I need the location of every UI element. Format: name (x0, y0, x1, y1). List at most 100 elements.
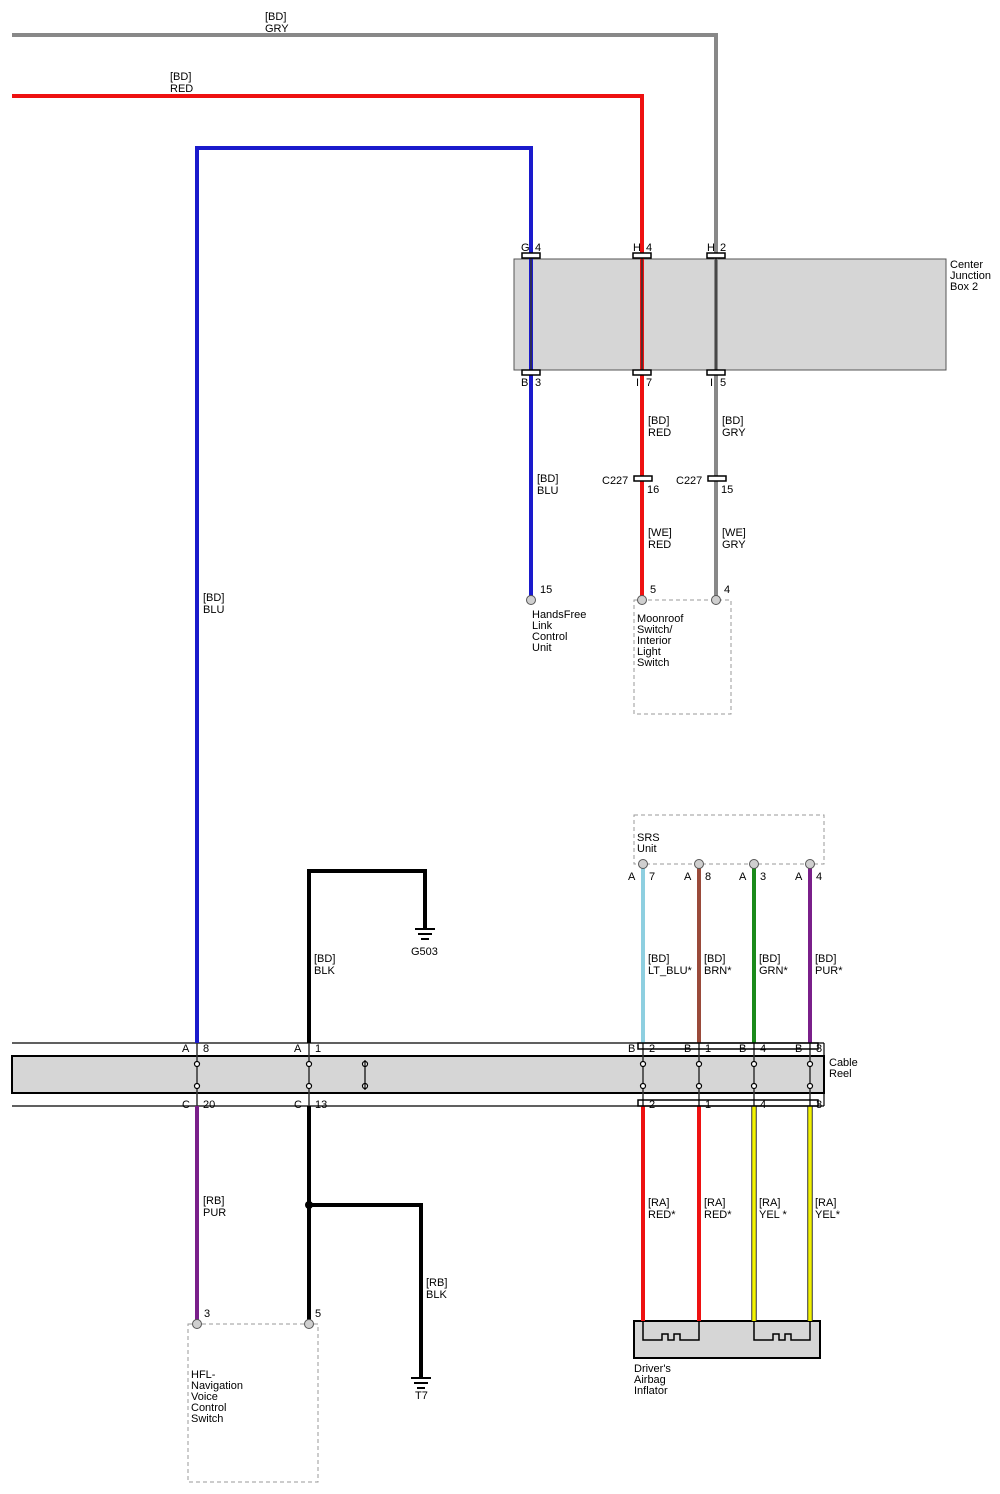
moonroof-label-4: Light (637, 646, 661, 658)
wire-label: BLU (537, 485, 558, 497)
cable-reel-body (11, 1055, 825, 1094)
pin-moonroof-5 (637, 595, 647, 605)
pin-label: 2 (720, 242, 726, 254)
moonroof-switch-outline (633, 599, 732, 715)
wire-label: [BD] (265, 11, 286, 23)
handsfree-label-2: Link (532, 620, 553, 632)
wire-label: YEL* (815, 1209, 841, 1221)
wire-label: GRY (265, 23, 289, 35)
moonroof-label-3: Interior (637, 635, 672, 647)
pin-label: 3 (760, 871, 766, 883)
ground-t7-icon (411, 1377, 431, 1389)
hfl-label-4: Control (191, 1402, 226, 1414)
handsfree-label-4: Unit (532, 642, 552, 654)
wire-label: GRY (722, 539, 746, 551)
pin-label: A (294, 1043, 302, 1055)
pin-label: H (707, 242, 715, 254)
pin-label: 1 (705, 1043, 711, 1055)
wire-bd-blk (307, 869, 427, 1043)
pin-label: 4 (646, 242, 652, 254)
pin-label: B (795, 1043, 802, 1055)
pin-label: A (684, 871, 692, 883)
pin-label: B (684, 1043, 691, 1055)
pin-label: A (628, 871, 636, 883)
pin-handsfree-15 (526, 595, 536, 605)
pin-label: 16 (647, 484, 659, 496)
wire-label: [BD] (648, 953, 669, 965)
airbag-label-2: Airbag (634, 1374, 666, 1386)
pin-label: 4 (816, 871, 822, 883)
wire-label: [BD] (537, 473, 558, 485)
wire-label: [BD] (815, 953, 836, 965)
hfl-switch-outline (187, 1323, 319, 1483)
airbag-label-1: Driver's (634, 1363, 671, 1375)
wire-label: [WE] (648, 527, 672, 539)
wire-label: [RB] (426, 1277, 447, 1289)
pin-label: 3 (816, 1043, 822, 1055)
pin-label: A (795, 871, 803, 883)
airbag-inflator-box (633, 1320, 821, 1359)
pin-label: C (182, 1099, 190, 1111)
pin-label: 4 (724, 584, 730, 596)
pin-label: B (739, 1043, 746, 1055)
cjb-terminals (521, 252, 819, 1107)
wire-label: BLU (203, 604, 224, 616)
moonroof-label-1: Moonroof (637, 613, 684, 625)
cjb2-label-2: Junction (950, 270, 991, 282)
wire-label: [BD] (648, 415, 669, 427)
wire-label: [BD] (170, 71, 191, 83)
wire-label: YEL * (759, 1209, 787, 1221)
wire-label: [RA] (759, 1197, 780, 1209)
handsfree-label-3: Control (532, 631, 567, 643)
connector-c227-label: C227 (602, 475, 628, 487)
wire-label: [BD] (722, 415, 743, 427)
hfl-label-3: Voice (191, 1391, 218, 1403)
wire-label: RED (648, 427, 671, 439)
moonroof-label-5: Switch (637, 657, 669, 669)
pin-label: I (710, 377, 713, 389)
wire-label: GRY (722, 427, 746, 439)
pin-label: 15 (721, 484, 733, 496)
pin-label: G (521, 242, 530, 254)
ground-g503-label: G503 (411, 946, 438, 958)
ground-g503-icon (415, 928, 435, 940)
hfl-label-1: HFL- (191, 1369, 216, 1381)
pin-label: 2 (649, 1099, 655, 1111)
pin-label: A (739, 871, 747, 883)
wire-label: [RA] (704, 1197, 725, 1209)
pin-label: 2 (649, 1043, 655, 1055)
pin-hfl-5 (304, 1319, 314, 1329)
hfl-label-2: Navigation (191, 1380, 243, 1392)
wire-label: RED (648, 539, 671, 551)
wire-bd-blu-left (195, 146, 533, 1043)
cjb2-label-3: Box 2 (950, 281, 978, 293)
pin-label: 3 (204, 1308, 210, 1320)
handsfree-label-1: HandsFree (532, 609, 586, 621)
pin-srs-a7 (638, 859, 648, 869)
wire-label: BRN* (704, 965, 732, 977)
pin-label: 8 (705, 871, 711, 883)
pin-label: C (294, 1099, 302, 1111)
pin-label: 3 (535, 377, 541, 389)
wire-rb-blk-t7 (309, 1203, 423, 1377)
moonroof-label-2: Switch/ (637, 624, 673, 636)
wire-label: BLK (426, 1289, 447, 1301)
cable-reel-label-2: Reel (829, 1068, 852, 1080)
pin-label: A (182, 1043, 190, 1055)
cable-reel-contacts (193, 1060, 814, 1090)
wire-label: [BD] (203, 592, 224, 604)
wire-label: RED* (704, 1209, 732, 1221)
wire-label: PUR* (815, 965, 843, 977)
pin-label: 3 (816, 1099, 822, 1111)
ground-t7-label: T7 (415, 1390, 428, 1402)
wire-label: BLK (314, 965, 335, 977)
cjb2-label-1: Center (950, 259, 983, 271)
pin-label: 4 (760, 1043, 766, 1055)
splice-blk (305, 1201, 313, 1209)
center-junction-box-2 (513, 258, 947, 371)
pin-label: B (521, 377, 528, 389)
srs-label-2: Unit (637, 843, 657, 855)
airbag-label-3: Inflator (634, 1385, 668, 1397)
wire-label: [RA] (815, 1197, 836, 1209)
wire-label: [RA] (648, 1197, 669, 1209)
